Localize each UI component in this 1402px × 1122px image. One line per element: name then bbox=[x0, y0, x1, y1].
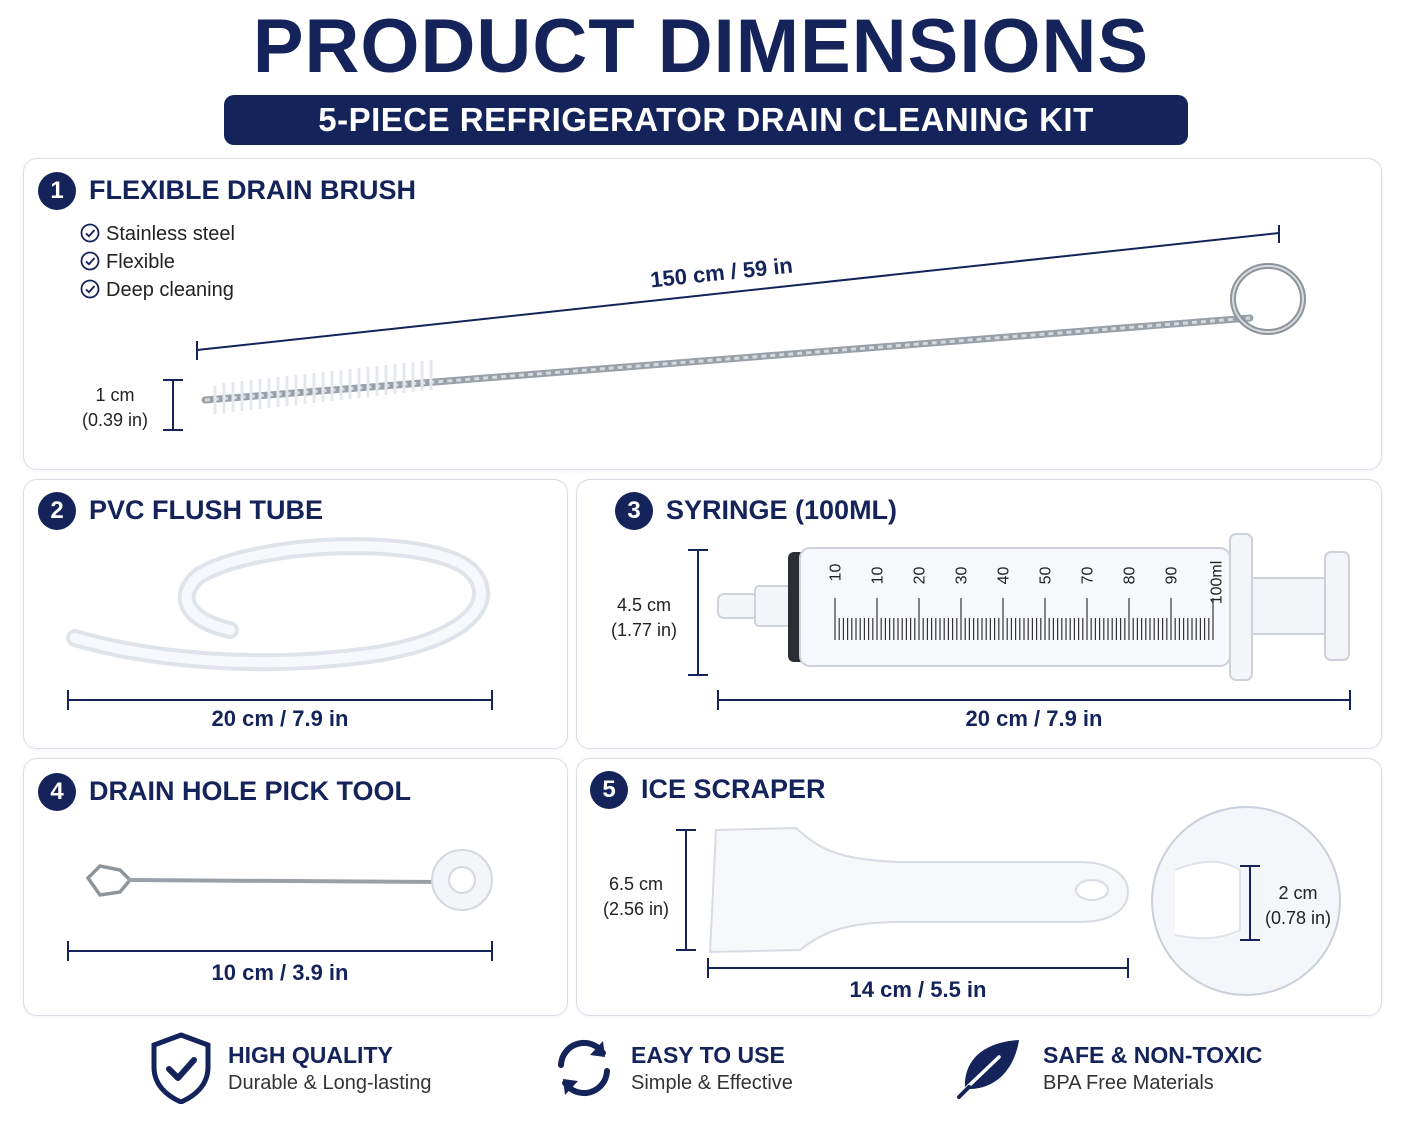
leaf-icon bbox=[955, 1040, 1019, 1099]
feature-item: Stainless steel bbox=[80, 223, 235, 246]
item-title: SYRINGE (100ML) bbox=[666, 495, 898, 525]
item-number-badge: 5 bbox=[590, 771, 628, 809]
syringe-length-label: 20 cm / 7.9 in bbox=[965, 706, 1103, 731]
item-number-badge: 2 bbox=[38, 492, 76, 530]
shield-check-icon bbox=[151, 1032, 211, 1104]
card-drain-brush bbox=[23, 158, 1382, 470]
item-title: ICE SCRAPER bbox=[641, 774, 826, 804]
scraper-length-label: 14 cm / 5.5 in bbox=[849, 977, 987, 1002]
footer-subtitle: Durable & Long-lasting bbox=[228, 1072, 432, 1094]
scraper-height-label: 6.5 cm (2.56 in) bbox=[602, 874, 670, 919]
check-circle-icon bbox=[80, 279, 100, 299]
check-circle-icon bbox=[80, 251, 100, 271]
footer-subtitle: Simple & Effective bbox=[631, 1072, 793, 1094]
item-title: PVC FLUSH TUBE bbox=[89, 495, 324, 525]
item-title: FLEXIBLE DRAIN BRUSH bbox=[89, 175, 417, 205]
footer-subtitle: BPA Free Materials bbox=[1043, 1072, 1214, 1094]
feature-item: Flexible bbox=[80, 251, 175, 274]
footer-safe-non-toxic: SAFE & NON-TOXIC BPA Free Materials bbox=[955, 1035, 1285, 1105]
feature-item: Deep cleaning bbox=[80, 279, 234, 302]
item-number-badge: 3 bbox=[615, 492, 653, 530]
footer-easy-to-use: EASY TO USE Simple & Effective bbox=[553, 1035, 873, 1105]
brush-diameter-label: 1 cm (0.39 in) bbox=[81, 385, 149, 430]
check-circle-icon bbox=[80, 223, 100, 243]
tube-length-label: 20 cm / 7.9 in bbox=[211, 706, 349, 731]
scraper-tip-label: 2 cm (0.78 in) bbox=[1264, 883, 1332, 928]
footer-title: SAFE & NON-TOXIC bbox=[1043, 1042, 1263, 1068]
syringe-height-label: 4.5 cm (1.77 in) bbox=[610, 595, 678, 640]
footer-title: EASY TO USE bbox=[631, 1042, 785, 1068]
item-number-badge: 1 bbox=[38, 172, 76, 210]
item-number-badge: 4 bbox=[38, 773, 76, 811]
refresh-arrows-icon bbox=[558, 1039, 610, 1097]
item-title: DRAIN HOLE PICK TOOL bbox=[89, 776, 412, 806]
page-subtitle: 5-PIECE REFRIGERATOR DRAIN CLEANING KIT bbox=[224, 95, 1188, 145]
footer-title: HIGH QUALITY bbox=[228, 1042, 393, 1068]
pick-length-label: 10 cm / 3.9 in bbox=[211, 960, 349, 985]
footer-high-quality: HIGH QUALITY Durable & Long-lasting bbox=[150, 1032, 470, 1106]
page-title: PRODUCT DIMENSIONS bbox=[252, 4, 1150, 89]
